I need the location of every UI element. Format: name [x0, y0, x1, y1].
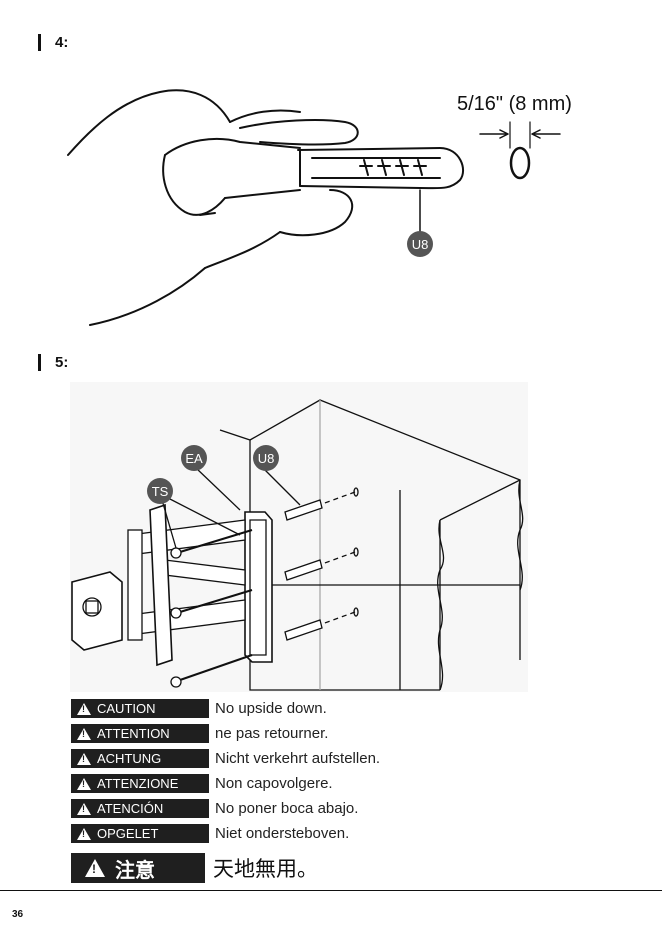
warning-icon — [77, 703, 91, 715]
part-callout-ea: EA — [181, 445, 207, 471]
warning-row: OPGELET Niet ondersteboven. — [71, 824, 349, 843]
warning-badge: ACHTUNG — [71, 749, 209, 768]
warning-badge-label: OPGELET — [97, 826, 158, 841]
warning-badge-label: CAUTION — [97, 701, 156, 716]
warning-icon — [85, 859, 105, 877]
warning-message: Nicht verkehrt aufstellen. — [215, 750, 380, 767]
part-u8-wall-label: U8 — [258, 451, 275, 466]
part-callout-ts: TS — [147, 478, 173, 504]
footer-divider — [0, 890, 662, 891]
warning-badge: ATTENZIONE — [71, 774, 209, 793]
warning-badge-label: ATTENTION — [97, 726, 170, 741]
hand-anchor-illustration — [68, 90, 560, 325]
warning-badge-label: ATENCIÓN — [97, 801, 163, 816]
part-callout-u8: U8 — [407, 231, 433, 257]
warning-row: ATENCIÓN No poner boca abajo. — [71, 799, 358, 818]
warning-icon — [77, 728, 91, 740]
dimension-label: 5/16" (8 mm) — [457, 93, 572, 115]
warning-icon — [77, 778, 91, 790]
warning-row: CAUTION No upside down. — [71, 699, 327, 718]
warning-badge: OPGELET — [71, 824, 209, 843]
part-ea-label: EA — [185, 451, 203, 466]
warning-message: Niet ondersteboven. — [215, 825, 349, 842]
warning-message: No upside down. — [215, 700, 327, 717]
warning-icon — [77, 803, 91, 815]
warning-row-chinese: 注意 天地無用。 — [71, 853, 318, 883]
warning-badge-label: ATTENZIONE — [97, 776, 178, 791]
warning-badge-label: ACHTUNG — [97, 751, 161, 766]
warning-badge: 注意 — [71, 853, 205, 883]
warning-badge: ATENCIÓN — [71, 799, 209, 818]
page-number: 36 — [12, 909, 23, 920]
warning-message: No poner boca abajo. — [215, 800, 358, 817]
warning-row: ATTENZIONE Non capovolgere. — [71, 774, 333, 793]
warning-row: ACHTUNG Nicht verkehrt aufstellen. — [71, 749, 380, 768]
warning-message: Non capovolgere. — [215, 775, 333, 792]
warning-icon — [77, 753, 91, 765]
wall-mount-illustration: EA U8 TS — [70, 382, 528, 692]
part-u8-label: U8 — [412, 237, 429, 252]
warning-message: ne pas retourner. — [215, 725, 328, 742]
part-callout-u8-wall: U8 — [253, 445, 279, 471]
warning-message: 天地無用。 — [213, 853, 318, 883]
warning-badge: ATTENTION — [71, 724, 209, 743]
warning-row: ATTENTION ne pas retourner. — [71, 724, 328, 743]
warning-badge-label: 注意 — [115, 854, 155, 883]
part-ts-label: TS — [152, 484, 169, 499]
warning-icon — [77, 828, 91, 840]
warning-badge: CAUTION — [71, 699, 209, 718]
